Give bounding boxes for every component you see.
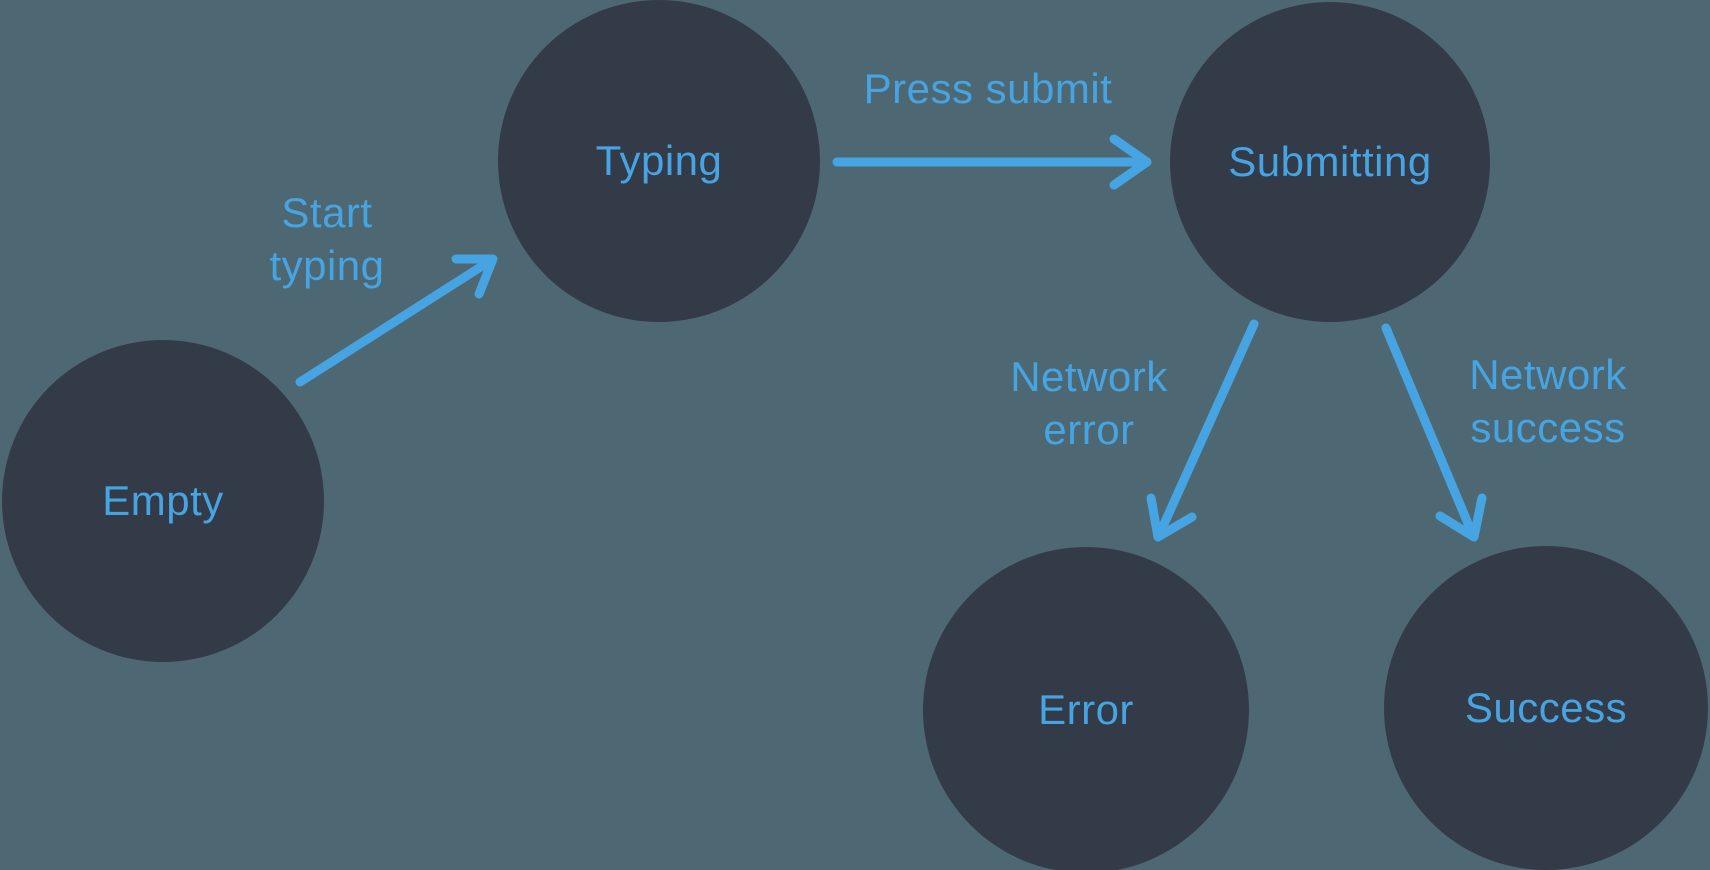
edge-label-network-error: Network error: [1010, 353, 1168, 453]
edge-arrow-submitting-to-success: [1381, 323, 1487, 542]
edge-label-press-submit: Press submit: [863, 65, 1113, 112]
arrow-shaft: [1381, 323, 1477, 538]
state-node-typing: Typing: [498, 0, 820, 322]
arrow-shaft: [295, 256, 495, 387]
state-node-submitting: Submitting: [1170, 2, 1490, 322]
state-node-error: Error: [923, 547, 1249, 870]
arrow-head-icon: [1109, 134, 1152, 190]
edge-label-network-success: Network success: [1469, 351, 1627, 451]
edge-arrow-empty-to-typing: [295, 254, 498, 387]
state-node-submitting-label: Submitting: [1228, 138, 1432, 185]
arrow-head-icon: [1146, 493, 1197, 542]
state-node-success-label: Success: [1464, 684, 1628, 731]
arrow-head-icon: [451, 254, 498, 299]
state-node-empty: Empty: [2, 340, 324, 662]
edge-label-start-typing: Start typing: [269, 189, 385, 289]
arrow-head-icon: [1435, 493, 1487, 542]
state-node-error-label: Error: [1038, 686, 1134, 733]
arrow-shaft: [1155, 319, 1259, 538]
state-node-typing-label: Typing: [595, 137, 723, 184]
edge-arrow-submitting-to-error: [1146, 319, 1259, 542]
state-node-empty-label: Empty: [102, 477, 224, 524]
edge-arrow-typing-to-submitting: [832, 134, 1152, 190]
state-node-success: Success: [1384, 546, 1708, 870]
